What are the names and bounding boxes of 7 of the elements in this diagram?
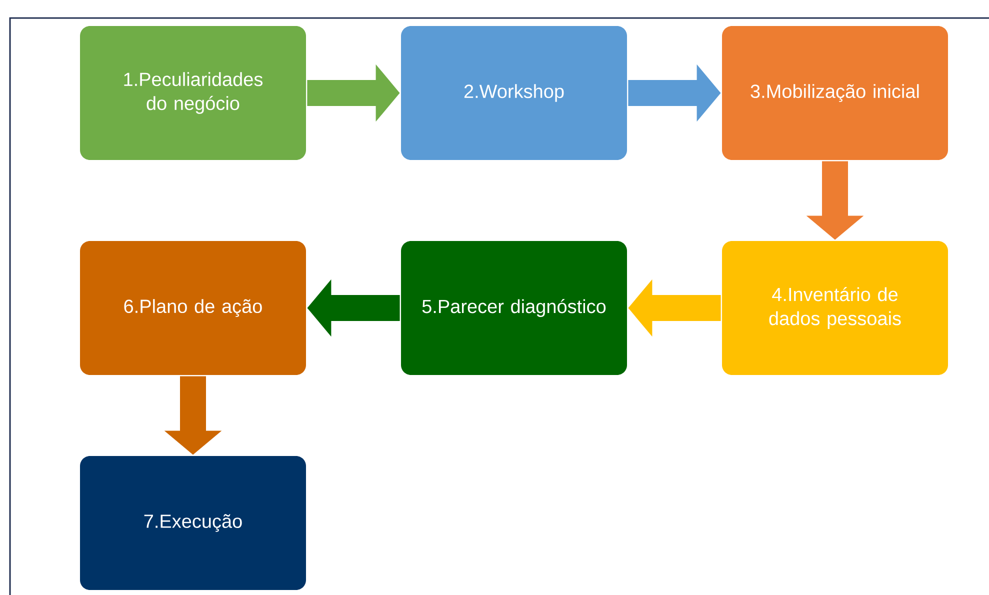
process-box: 6.Plano de ação xyxy=(80,241,306,375)
process-box: 2.Workshop xyxy=(401,26,627,160)
process-box: 4.Inventário de dados pessoais xyxy=(722,241,948,375)
process-box: 1.Peculiaridades do negócio xyxy=(80,26,306,160)
process-box: 7.Execução xyxy=(80,456,306,590)
process-box: 3.Mobilização inicial xyxy=(722,26,948,160)
process-box: 5.Parecer diagnóstico xyxy=(401,241,627,375)
